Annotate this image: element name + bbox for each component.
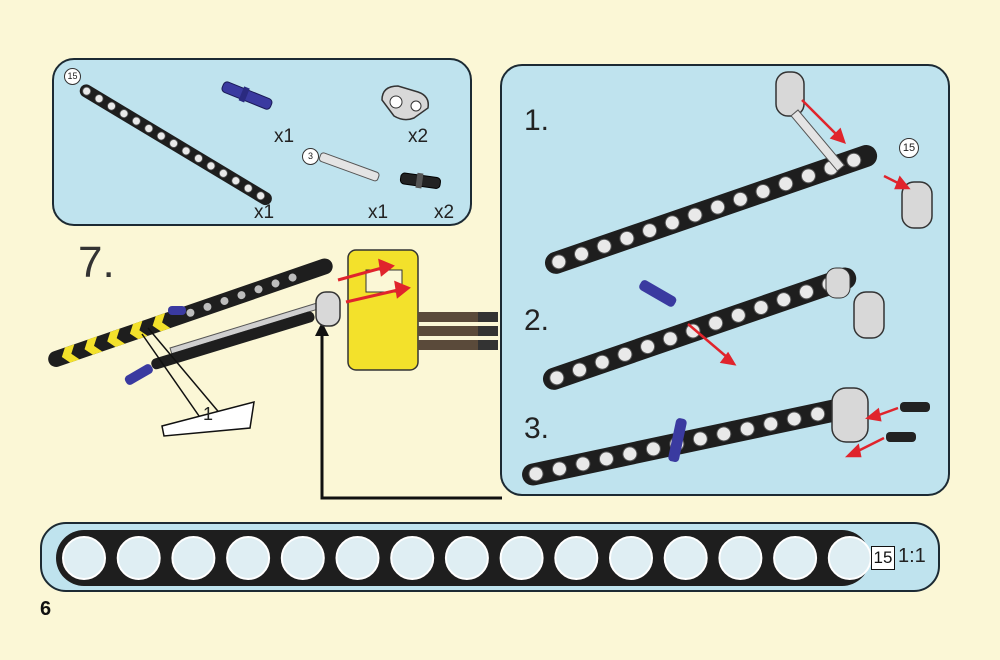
ruler-hole xyxy=(116,536,161,580)
ruler-hole xyxy=(62,536,106,580)
ruler-hole xyxy=(335,536,380,580)
ruler-hole xyxy=(773,536,818,580)
ruler-hole xyxy=(718,536,763,580)
sub-step-1-label: 1. xyxy=(524,104,550,137)
blue-axle-pin-part xyxy=(221,81,273,110)
scale-beam-length: 15 xyxy=(871,546,895,570)
parts-list-panel: 15 3 x1 x2 x1 x1 x2 xyxy=(52,58,472,226)
step-number: 7. xyxy=(78,238,115,287)
ruler-hole xyxy=(827,536,872,580)
beam-15-part xyxy=(79,84,272,206)
ruler-hole xyxy=(609,536,653,580)
page-number: 6 xyxy=(40,598,52,620)
qty-axle-3: x1 xyxy=(368,202,389,223)
callout-label: 1 xyxy=(203,404,214,424)
qty-black-pin: x2 xyxy=(434,202,455,223)
qty-pin-connector: x2 xyxy=(408,126,429,147)
axle-3-part xyxy=(318,152,380,182)
axle-size-badge: 3 xyxy=(302,148,319,165)
ruler-hole xyxy=(390,536,435,580)
ruler-hole xyxy=(554,536,599,580)
sub-step-2-label: 2. xyxy=(524,304,550,337)
ruler-hole xyxy=(444,536,489,580)
ruler-hole xyxy=(226,536,271,580)
sub-steps-illustration xyxy=(522,71,933,486)
qty-blue-pin: x1 xyxy=(274,126,295,147)
ruler-hole xyxy=(280,536,325,580)
ruler-hole xyxy=(171,536,216,580)
main-assembly-illustration xyxy=(48,249,502,500)
sub-step-beam-size-badge: 15 xyxy=(899,138,919,158)
ruler-hole xyxy=(663,536,708,580)
sub-step-3-label: 3. xyxy=(524,412,550,445)
pin-connector-part xyxy=(381,85,430,121)
qty-beam-15: x1 xyxy=(254,202,275,223)
sub-steps-panel: 1. 2. 3. 15 xyxy=(500,64,950,496)
scale-ruler-beam xyxy=(56,530,872,586)
scale-ruler-panel: 15 1:1 xyxy=(40,522,940,592)
scale-ratio: 1:1 xyxy=(898,545,926,567)
ruler-hole xyxy=(499,536,544,580)
beam-size-badge: 15 xyxy=(64,68,81,85)
black-friction-pin-part xyxy=(399,172,441,189)
